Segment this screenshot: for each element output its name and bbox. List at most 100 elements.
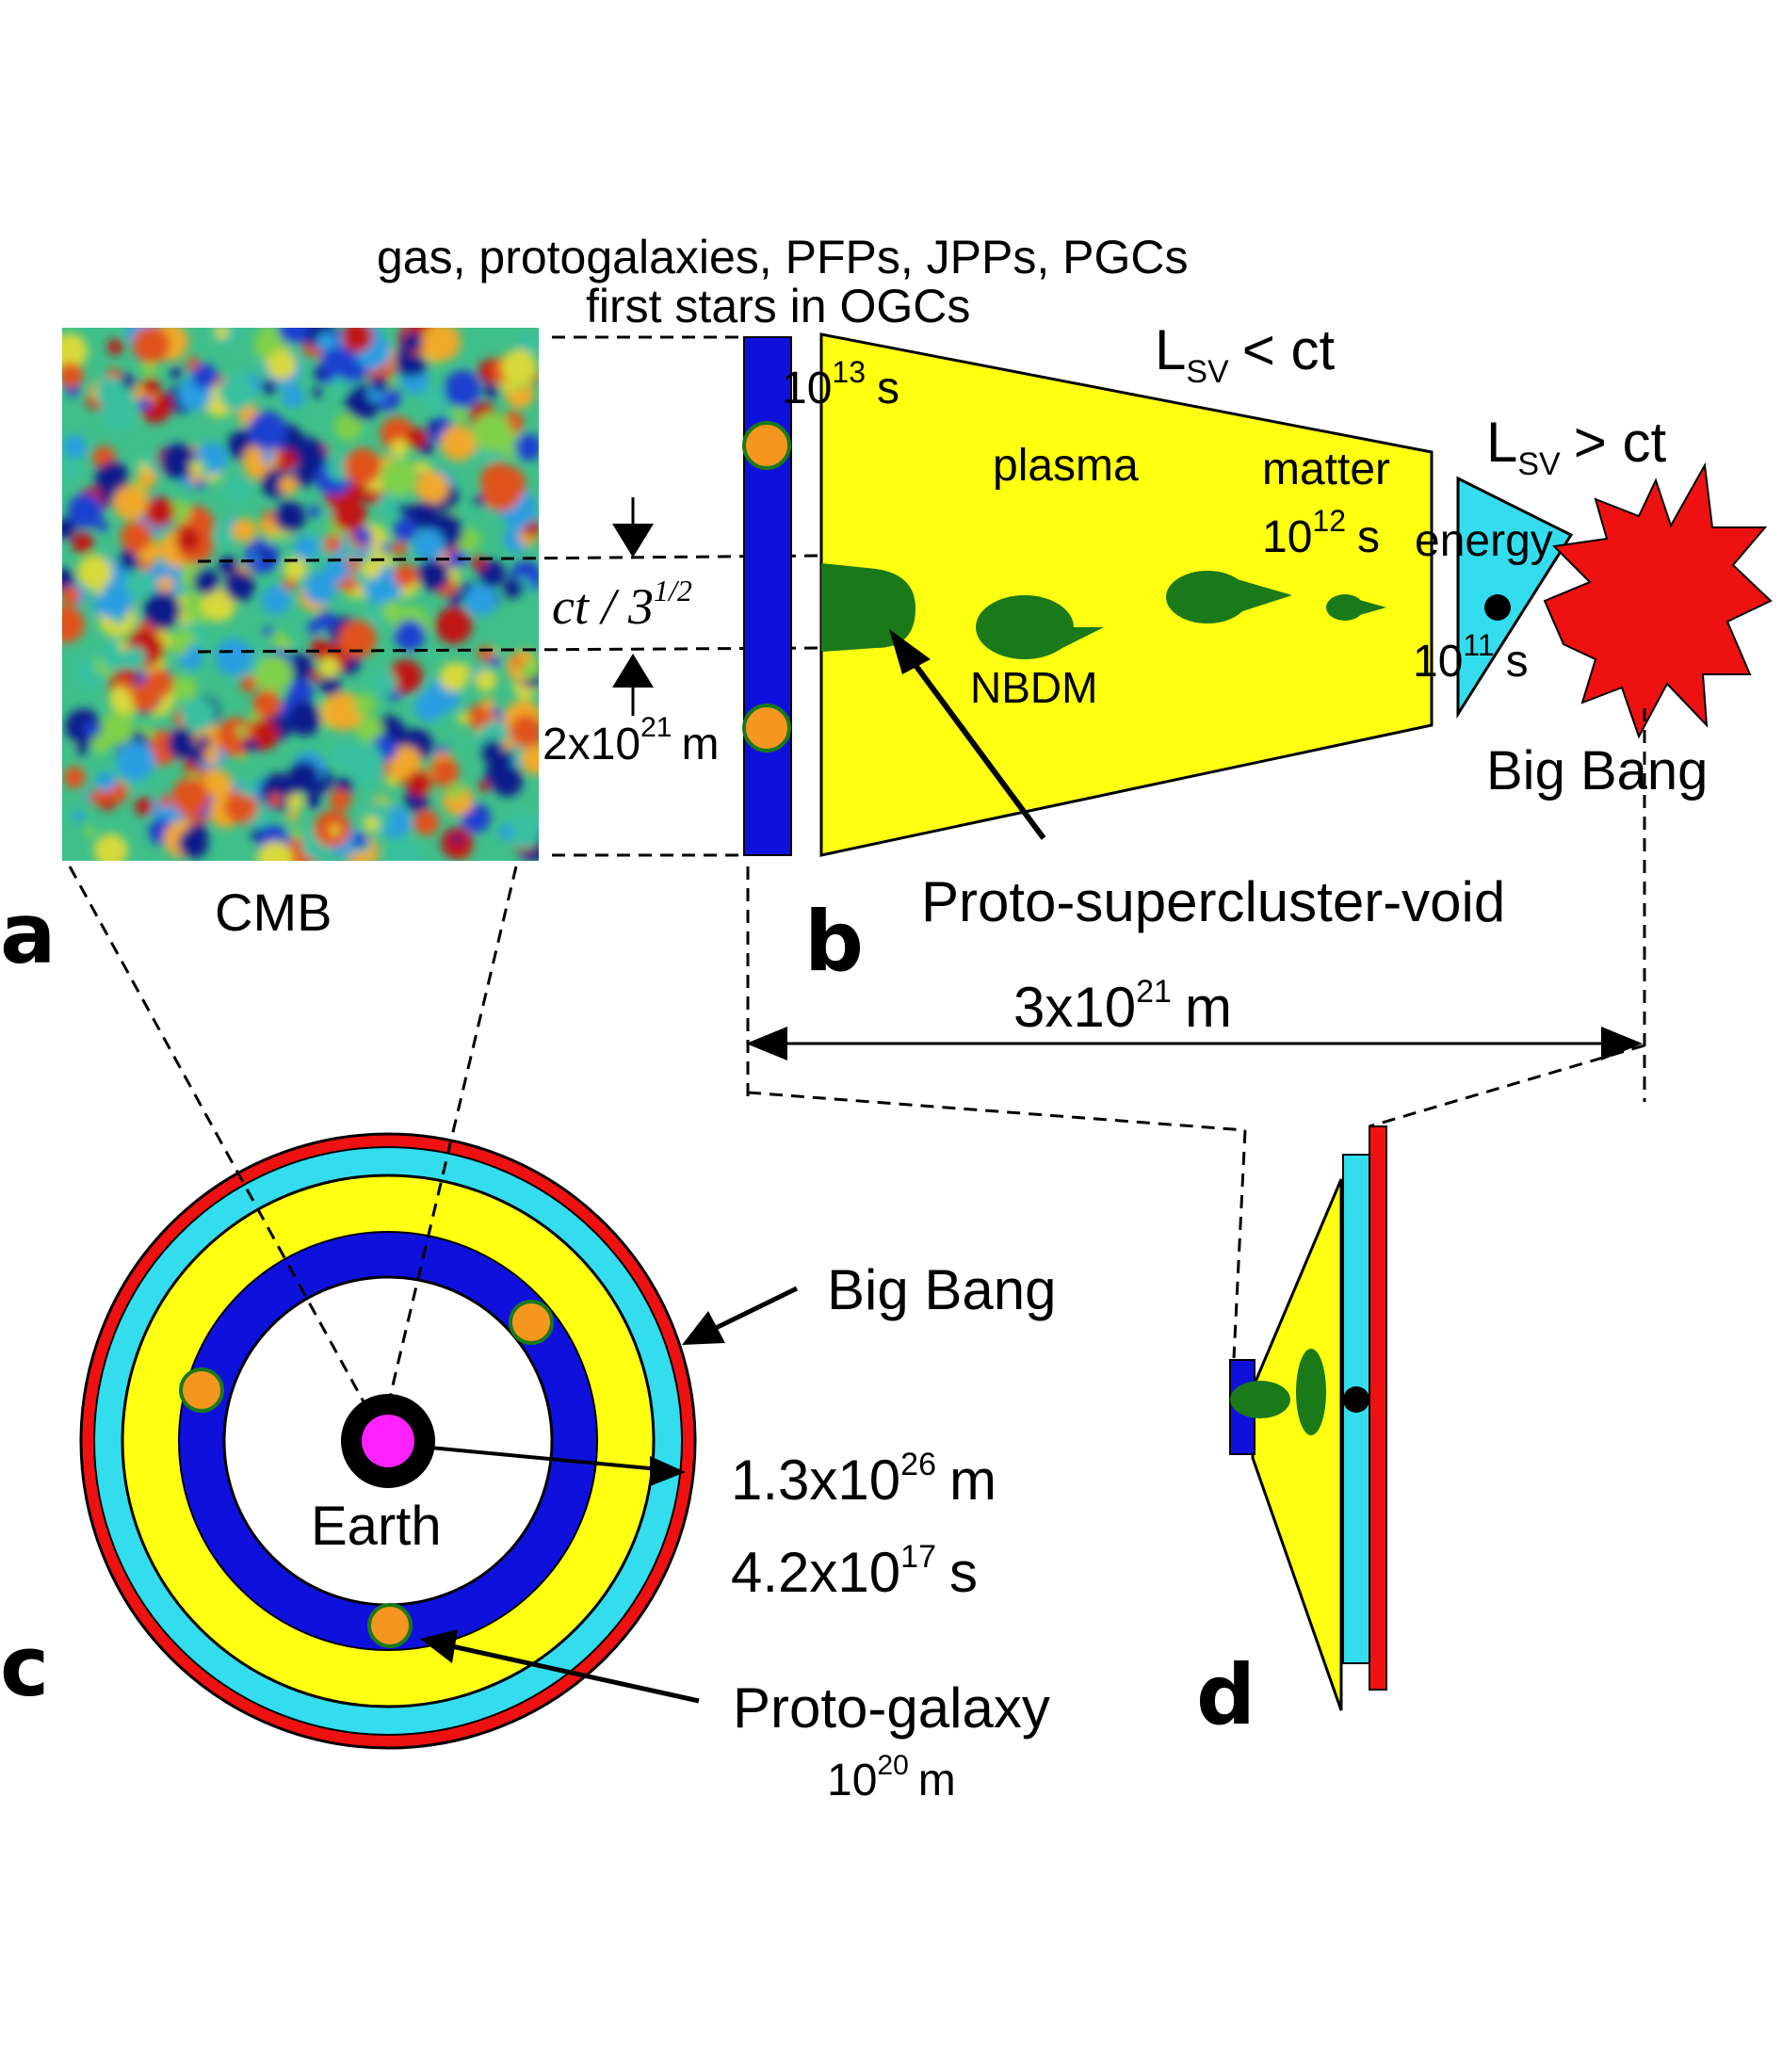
cmb-fluctuation <box>394 620 426 651</box>
cmb-fluctuation <box>120 521 152 553</box>
cmb-fluctuation <box>72 531 93 554</box>
panel-d-nbdm-2 <box>1296 1349 1326 1435</box>
cmb-fluctuation <box>62 434 87 460</box>
cmb-fluctuation <box>138 469 156 488</box>
cmb-fluctuation <box>62 518 76 540</box>
proto-galaxy-label: Proto-galaxy <box>733 1676 1050 1740</box>
cmb-fluctuation <box>224 789 258 824</box>
proto-scv-arrow <box>889 629 1046 840</box>
panel-d-yellow-cone <box>1251 1178 1343 1711</box>
cmb-fluctuation <box>181 696 216 732</box>
ring-protogalaxy-1 <box>509 1300 554 1345</box>
cmb-fluctuation <box>428 422 439 433</box>
energy-label: energy <box>1415 516 1553 566</box>
cmb-fluctuation <box>284 557 308 581</box>
cmb-fluctuation <box>77 554 113 590</box>
cmb-fluctuation <box>224 571 255 602</box>
cmb-fluctuation <box>363 816 380 833</box>
panel-d-projection-lines <box>747 1044 1645 1359</box>
energy-triangle <box>1456 476 1574 720</box>
panel-d-singularity <box>1343 1386 1369 1413</box>
cmb-fluctuation <box>336 544 348 556</box>
lsv-less-than-ct: LSV< ct <box>1155 318 1335 390</box>
nbdm-label: NBDM <box>970 663 1097 712</box>
cmb-fluctuation <box>189 460 202 474</box>
cmb-fluctuation <box>266 535 276 545</box>
cmb-fluctuation <box>324 691 364 732</box>
cmb-fluctuation <box>73 810 85 822</box>
cmb-fluctuation <box>394 563 418 588</box>
earth-core <box>362 1415 414 1467</box>
cmb-fluctuation <box>95 377 127 409</box>
cmb-fluctuation <box>314 368 326 380</box>
cmb-fluctuation <box>256 841 294 861</box>
cmb-fluctuation <box>268 793 283 807</box>
cmb-fluctuation <box>310 670 322 682</box>
proto-supercluster-void-label: Proto-supercluster-void <box>921 870 1505 933</box>
cmb-fluctuation <box>451 406 467 422</box>
cmb-fluctuation <box>282 385 305 409</box>
singularity-dot <box>1484 594 1511 621</box>
cmb-fluctuation <box>112 485 148 521</box>
header-line-1: gas, protogalaxies, PFPs, JPPs, PGCs <box>377 231 1188 283</box>
cmb-fluctuation <box>156 575 174 593</box>
cmb-fluctuation <box>106 339 123 355</box>
cmb-fluctuation <box>247 411 287 451</box>
cmb-fluctuation <box>484 762 510 788</box>
cmb-fluctuation <box>415 471 449 505</box>
panel-label-d: d <box>1196 1646 1256 1743</box>
cmb-fluctuation <box>132 328 170 364</box>
cmb-fluctuation <box>141 377 160 396</box>
cmb-fluctuation <box>286 654 314 681</box>
cmb-fluctuation <box>372 671 397 696</box>
cmb-fluctuation <box>452 834 462 845</box>
big-bang-burst <box>1543 461 1773 739</box>
cmb-fluctuation <box>412 528 446 561</box>
cmb-fluctuation <box>170 675 198 702</box>
cmb-fluctuation <box>380 459 418 496</box>
big-bang-pointer-c <box>682 1286 799 1345</box>
cmb-fluctuation <box>430 757 460 787</box>
cmb-fluctuation <box>440 424 478 461</box>
cmb-fluctuation <box>267 349 297 380</box>
cmb-fluctuation <box>62 461 80 481</box>
earth-label: Earth <box>311 1496 442 1557</box>
cmb-fluctuation <box>319 674 341 695</box>
cmb-fluctuation <box>446 551 464 569</box>
nbdm-blobs <box>821 563 1386 659</box>
cmb-fluctuation <box>202 587 236 622</box>
plasma-trapezoid <box>819 332 1434 857</box>
blue-bar <box>743 336 792 856</box>
cmb-fluctuation <box>301 345 313 355</box>
cmb-fluctuation <box>316 332 336 351</box>
cmb-fluctuation <box>406 770 432 797</box>
cmb-fluctuation <box>464 583 498 617</box>
cmb-fluctuation <box>422 328 462 362</box>
cmb-fluctuation <box>215 525 236 545</box>
projection-lines-a-c <box>68 866 518 1406</box>
cmb-fluctuation <box>478 559 506 588</box>
cmb-fluctuation <box>435 607 473 644</box>
cmb-fluctuation <box>236 725 248 737</box>
cmb-label: CMB <box>215 882 332 942</box>
cmb-fluctuation <box>175 642 189 656</box>
cmb-map <box>62 328 539 861</box>
cmb-fluctuation <box>159 795 172 808</box>
cmb-fluctuation <box>303 571 337 605</box>
cmb-fluctuation <box>62 606 85 643</box>
cmb-fluctuation <box>215 328 229 339</box>
projection-lines-a-b <box>197 335 822 857</box>
cmb-fluctuation <box>444 370 481 408</box>
cmb-fluctuation <box>362 558 382 579</box>
cmb-fluctuation <box>264 626 274 637</box>
cmb-fluctuation <box>175 526 201 552</box>
cmb-fluctuation <box>197 735 211 750</box>
cmb-fluctuation <box>333 412 363 441</box>
lsv-greater-than-ct: LSV> ct <box>1486 411 1666 482</box>
cmb-fluctuation <box>118 640 129 651</box>
big-bang-label-c: Big Bang <box>827 1258 1057 1321</box>
